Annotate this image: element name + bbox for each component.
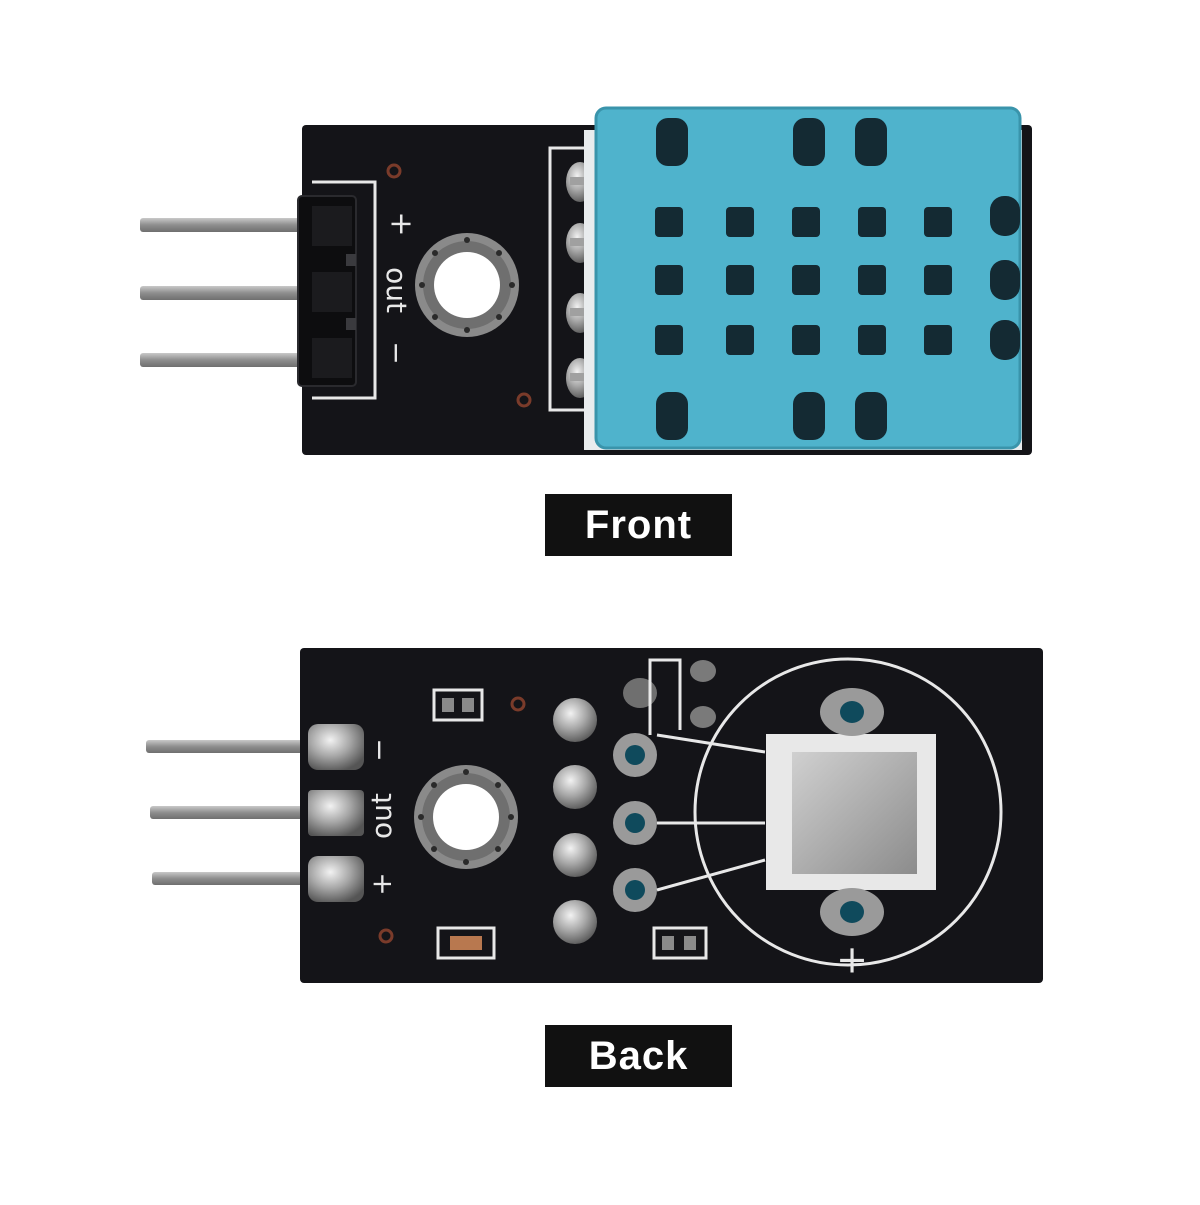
back-solder-joints <box>553 698 597 944</box>
back-module: − out + <box>146 648 1043 983</box>
front-mounting-hole <box>415 233 519 337</box>
back-smd-bottom-right <box>652 926 708 960</box>
back-pin-plus <box>152 872 306 885</box>
back-sensor-holes <box>613 733 657 912</box>
front-pin-minus <box>140 353 340 367</box>
front-sensor-housing <box>594 106 1022 450</box>
back-smd-bottom-left <box>436 926 496 960</box>
front-pin-plus <box>140 218 340 232</box>
front-module: + out − <box>140 106 1032 455</box>
back-label-plus: + <box>365 872 398 895</box>
back-label-out: out <box>365 793 398 839</box>
back-label-minus: − <box>362 738 395 761</box>
back-sensor-plus-label: + <box>836 938 868 982</box>
front-label-minus: − <box>380 341 413 364</box>
front-pin-out <box>140 286 340 300</box>
front-caption: Front <box>545 494 732 556</box>
back-sensor-chip <box>792 752 917 874</box>
back-pin-minus <box>146 740 306 753</box>
front-label-out: out <box>380 267 413 313</box>
back-caption: Back <box>545 1025 732 1087</box>
back-pin-out <box>150 806 306 819</box>
back-smd-top <box>432 688 484 722</box>
back-sensor-footprint: + <box>656 657 1003 982</box>
back-mounting-hole <box>414 765 518 869</box>
front-label-plus: + <box>384 211 419 236</box>
